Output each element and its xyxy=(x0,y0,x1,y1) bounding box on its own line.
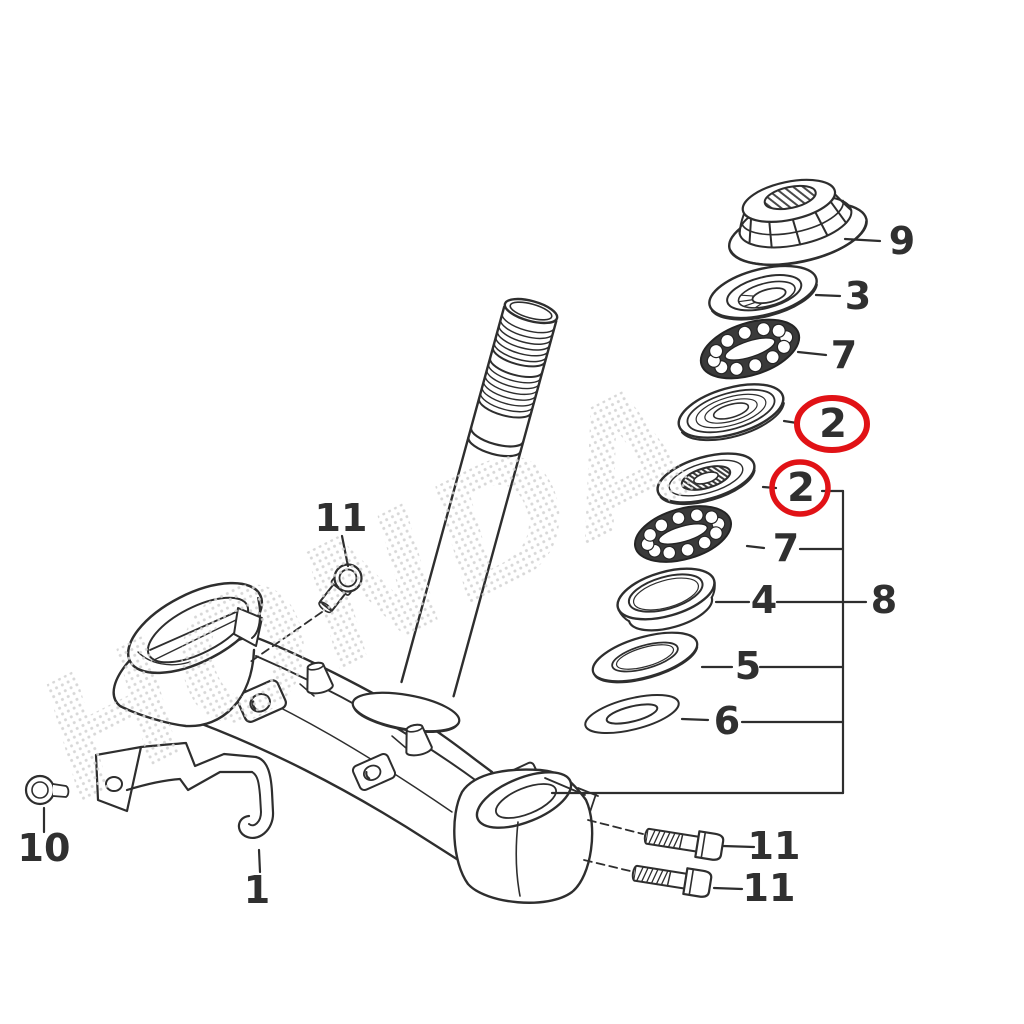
callout-10: 10 xyxy=(18,826,71,870)
stay-bracket xyxy=(94,741,275,839)
callout-2-upper: 2 xyxy=(819,401,847,447)
fork-pinch-bolt-lower xyxy=(583,858,714,899)
callout-2-lower: 2 xyxy=(787,465,815,511)
washer xyxy=(584,693,680,735)
stem-nut xyxy=(727,178,868,266)
callout-11-bolt-lower: 11 xyxy=(743,866,796,910)
callout-labels: 9 3 7 2 2 7 4 8 5 6 11 10 1 11 11 xyxy=(18,219,916,912)
callout-11-bolt-upper: 11 xyxy=(748,824,801,868)
lower-seal-washer xyxy=(656,452,756,506)
callout-8: 8 xyxy=(871,578,897,622)
callout-9: 9 xyxy=(889,219,915,263)
upper-race xyxy=(677,383,785,442)
callout-5: 5 xyxy=(735,644,761,688)
group-8-bracket xyxy=(550,489,845,795)
highlight-circle-upper xyxy=(794,395,870,453)
leader-dashed-stem-bolt xyxy=(249,611,323,663)
callout-3: 3 xyxy=(845,274,871,318)
callout-6: 6 xyxy=(714,699,740,743)
upper-dust-seal xyxy=(708,264,818,321)
right-fork-clamp xyxy=(453,768,599,904)
callout-7-lower: 7 xyxy=(773,526,799,570)
lower-dust-seal xyxy=(591,631,699,684)
callout-11-stem: 11 xyxy=(315,496,368,540)
stem-pinch-bolt xyxy=(249,563,363,663)
fork-pinch-bolt-upper xyxy=(587,819,726,862)
leader-lines xyxy=(42,237,882,891)
callout-7-upper: 7 xyxy=(831,333,857,377)
left-fork-clamp xyxy=(112,581,264,728)
callout-4: 4 xyxy=(751,578,777,622)
highlight-circle-lower xyxy=(769,459,831,517)
bearing-race-cone xyxy=(616,567,716,632)
screw xyxy=(24,774,70,806)
steering-stem xyxy=(351,297,559,734)
callout-1: 1 xyxy=(244,868,270,912)
